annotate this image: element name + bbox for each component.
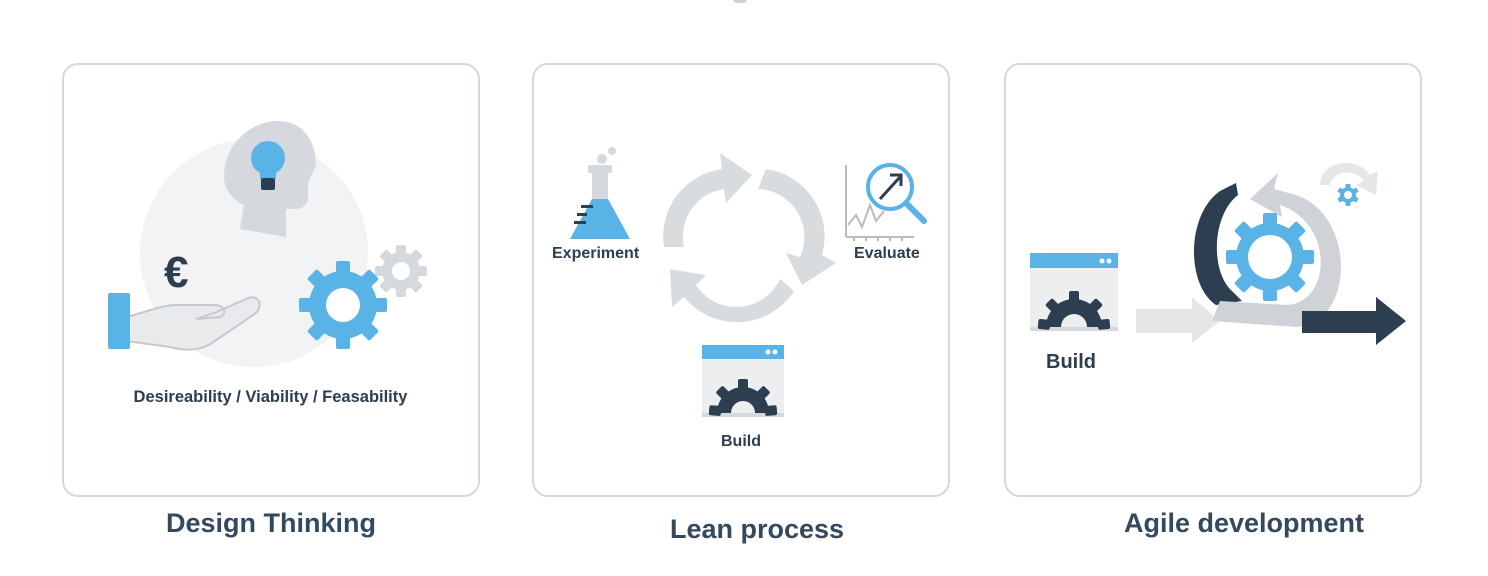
agile-development-title: Agile development — [1123, 508, 1365, 538]
top-marker-icon — [733, 0, 747, 3]
central-gear-icon — [1226, 213, 1314, 301]
evaluate-chart-icon — [845, 163, 927, 241]
flask-icon — [570, 147, 630, 239]
lightbulb-icon — [251, 141, 285, 190]
design-thinking-panel: € — [62, 63, 480, 497]
agile-development-illustration — [1030, 162, 1406, 345]
build-window-icon — [702, 345, 784, 417]
euro-icon: € — [164, 248, 188, 297]
cycle-arrows-icon — [663, 153, 836, 323]
hand-icon — [108, 293, 261, 351]
lean-process-illustration — [570, 147, 927, 417]
design-thinking-caption: Desireability / Viability / Feasability — [133, 388, 408, 406]
small-gear-icon — [375, 245, 427, 297]
input-arrow-icon — [1136, 297, 1220, 343]
agile-development-panel: Build — [1004, 63, 1422, 497]
output-arrow-icon — [1302, 297, 1406, 345]
build-window-icon — [1030, 253, 1118, 331]
experiment-label: Experiment — [552, 245, 640, 262]
dark-loop-icon — [1193, 183, 1242, 305]
small-cycle-icon — [1320, 162, 1378, 206]
design-thinking-illustration: € — [108, 121, 427, 367]
large-gear-icon — [299, 261, 387, 349]
evaluate-label: Evaluate — [854, 245, 920, 262]
lean-process-title: Lean process — [669, 514, 845, 544]
design-thinking-title: Design Thinking — [165, 508, 376, 538]
build-label: Build — [1046, 351, 1096, 373]
lean-process-panel: Experiment Evaluate Build — [532, 63, 950, 497]
build-label: Build — [721, 433, 761, 450]
gray-swirl-icon — [1212, 173, 1341, 327]
